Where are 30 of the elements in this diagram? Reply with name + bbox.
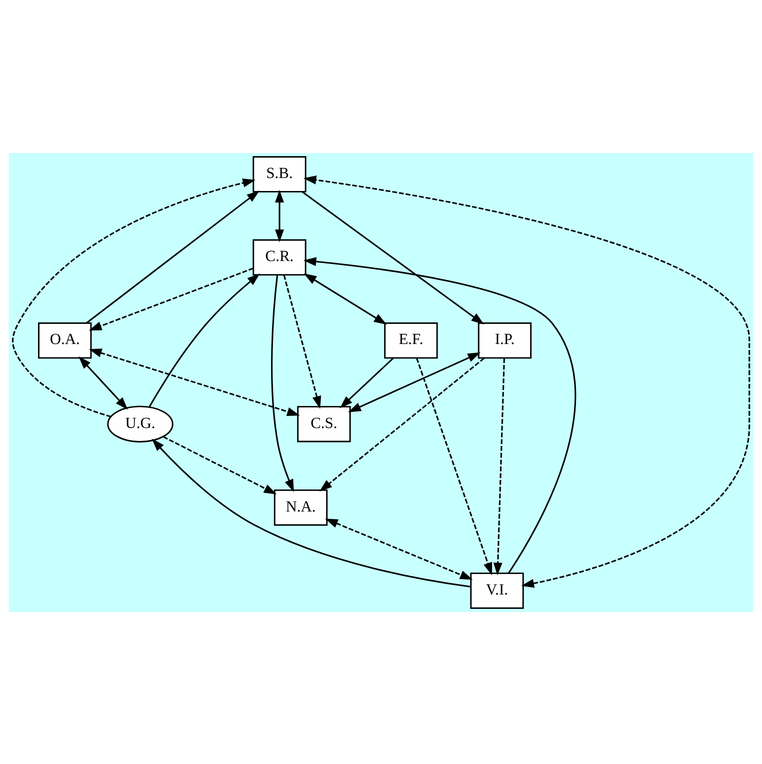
- arrow: [303, 175, 750, 588]
- node-box: V.I.: [470, 572, 524, 608]
- arrow: [88, 267, 254, 330]
- node-box: I.P.: [478, 322, 532, 358]
- arrow: [12, 178, 256, 417]
- arrow: [302, 190, 484, 324]
- arrow: [148, 272, 260, 407]
- arrow: [283, 274, 322, 408]
- arrow: [88, 348, 300, 416]
- node-box: E.F.: [384, 322, 438, 358]
- arrow: [78, 356, 128, 410]
- arrow: [416, 357, 492, 575]
- node-box: C.S.: [297, 405, 351, 442]
- arrow: [304, 272, 387, 324]
- arrow: [162, 436, 277, 494]
- node-box: O.A.: [38, 322, 92, 358]
- node-ellipse: U.G.: [107, 405, 174, 442]
- arrow: [152, 438, 471, 588]
- arrow: [86, 190, 260, 324]
- arrow: [303, 256, 576, 574]
- node-box: S.B.: [252, 156, 306, 192]
- arrow: [340, 356, 394, 408]
- arrow: [325, 518, 473, 580]
- arrow: [319, 357, 485, 492]
- node-box: N.A.: [274, 488, 328, 526]
- arrow: [493, 358, 505, 575]
- arrow: [275, 189, 284, 242]
- node-box: C.R.: [252, 238, 306, 276]
- arrow: [271, 274, 294, 492]
- arrow: [348, 352, 481, 412]
